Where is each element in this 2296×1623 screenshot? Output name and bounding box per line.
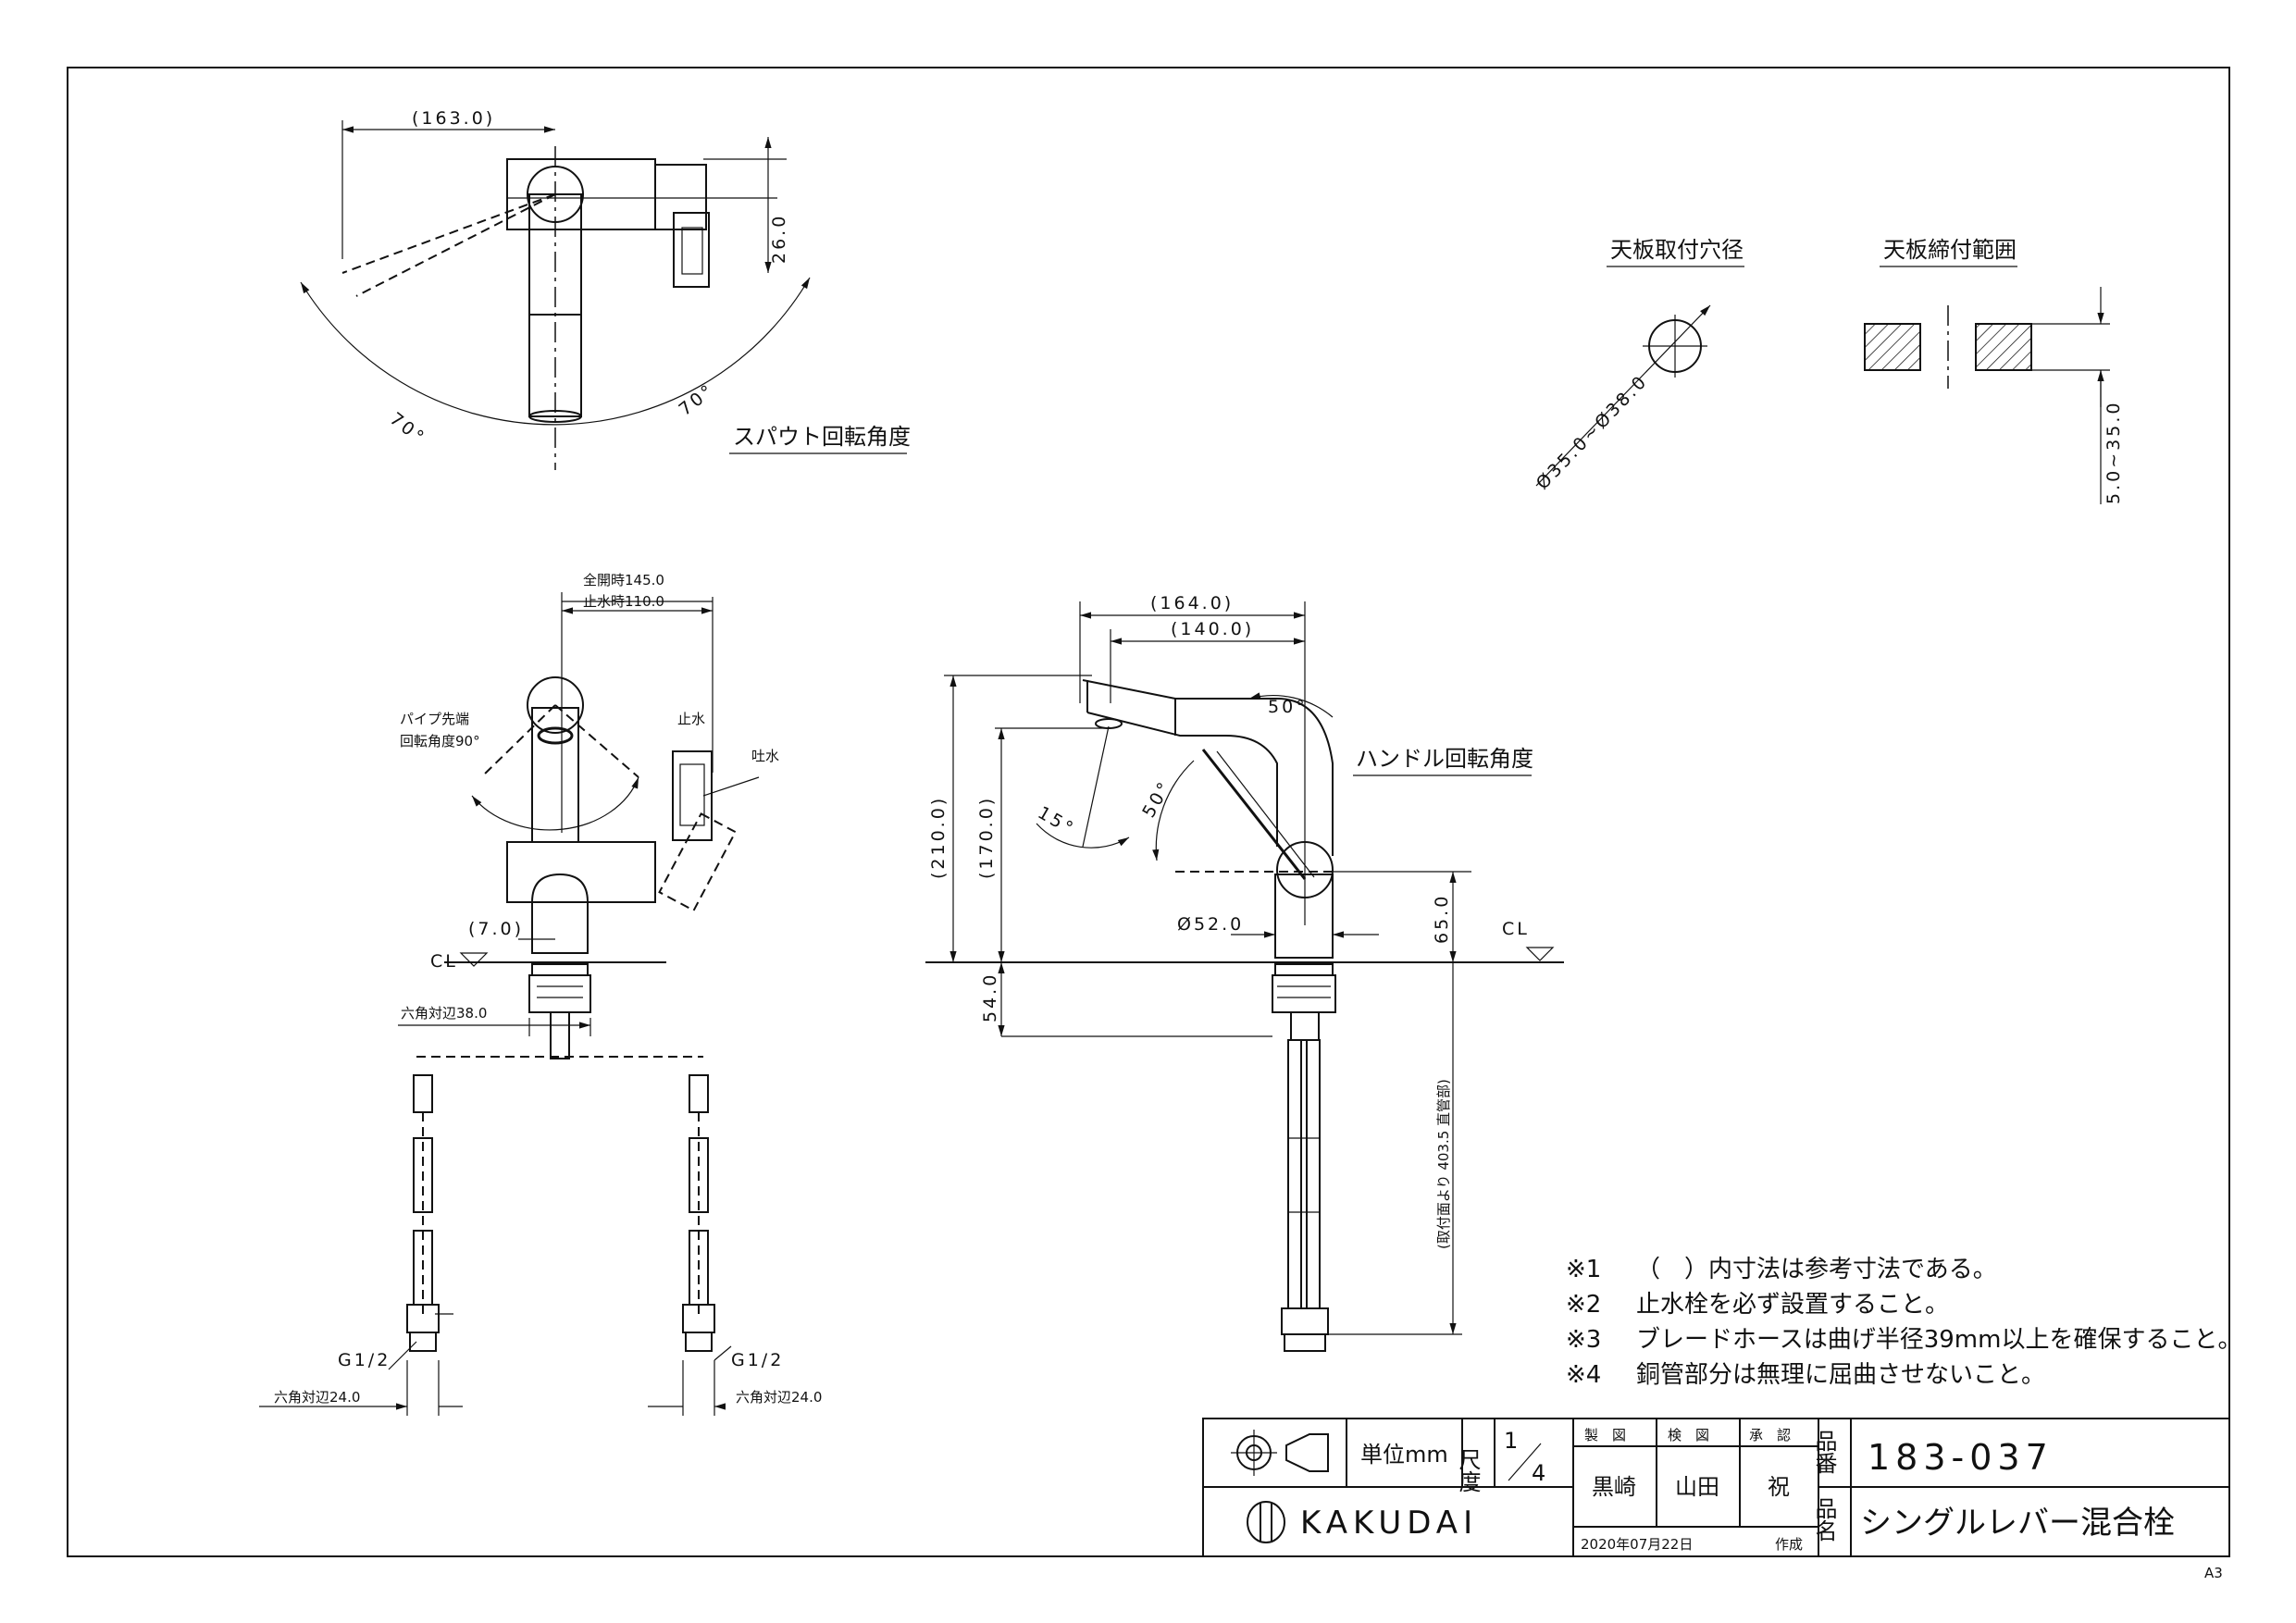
sheet-border (67, 67, 2230, 1557)
note-3-mark: ※3 (1566, 1326, 1601, 1354)
notes: ※1 （ ）内寸法は参考寸法である。 ※2 止水栓を必ず設置すること。 ※3 ブ… (1566, 1256, 2241, 1389)
drawn-by: 黒崎 (1592, 1474, 1636, 1500)
side-angle-15: 15° (1035, 802, 1079, 839)
front-g-right: G1/2 (731, 1350, 784, 1370)
side-dim-140: (140.0) (1171, 619, 1254, 639)
front-stop-label: 止水 (677, 711, 705, 727)
hole-dim: Ø35.0~Ø38.0 (1533, 371, 1652, 494)
side-dim-65: 65.0 (1432, 894, 1452, 944)
side-angle-50-mid: 50° (1138, 777, 1175, 822)
part-name: シングルレバー混合栓 (1860, 1505, 2175, 1542)
drawn-label: 製 図 (1584, 1427, 1626, 1443)
sheet-size: A3 (2204, 1565, 2223, 1581)
hole-caption: 天板取付穴径 (1610, 237, 1744, 263)
front-g-left: G1/2 (338, 1350, 391, 1370)
part-no-label: 品番 (1811, 1430, 1837, 1474)
top-angle-right: 70° (676, 379, 719, 420)
front-hex38: 六角対辺38.0 (401, 1005, 487, 1022)
date: 2020年07月22日 (1581, 1536, 1693, 1553)
note-4-mark: ※4 (1566, 1361, 1601, 1389)
kakudai-logo: KAKUDAI (1247, 1501, 1478, 1543)
checked-label: 検 図 (1668, 1427, 1709, 1443)
projection-symbol-icon (1231, 1430, 1329, 1476)
top-view: (163.0) 26.0 70° 70° スパウト回転角度 (300, 108, 911, 470)
front-dim-stop: 止水時110.0 (583, 593, 664, 610)
fix-dim: 5.0~35.0 (2104, 401, 2124, 504)
side-dim-54: 54.0 (980, 973, 1000, 1022)
part-no: 183-037 (1868, 1437, 2054, 1478)
side-dim-210: (210.0) (928, 796, 949, 879)
side-cl: CL (1502, 919, 1530, 939)
note-1-mark: ※1 (1566, 1256, 1601, 1283)
front-cl: CL (430, 951, 458, 972)
top-caption: スパウト回転角度 (733, 424, 911, 450)
front-dim-open: 全開時145.0 (583, 572, 664, 588)
front-pipe-label-2: 回転角度90° (400, 733, 480, 750)
side-dim-hose: (取付面より 403.5 直管部) (1435, 1079, 1452, 1249)
part-name-label: 品名 (1811, 1497, 1837, 1542)
front-dim-7: (7.0) (468, 919, 524, 939)
side-dim-170: (170.0) (976, 796, 997, 879)
note-1-text: （ ）内寸法は参考寸法である。 (1636, 1256, 1997, 1283)
front-view: 全開時145.0 止水時110.0 止水 吐水 パイプ先端 回転角度90° (7… (259, 572, 822, 1416)
created-label: 作成 (1775, 1536, 1803, 1553)
front-pipe-label-1: パイプ先端 (400, 711, 469, 727)
note-2-text: 止水栓を必ず設置すること。 (1636, 1291, 1949, 1319)
hose-right: G1/2 六角対辺24.0 (648, 1074, 822, 1416)
front-hex24-right: 六角対辺24.0 (736, 1389, 822, 1406)
side-view: (164.0) (140.0) (210.0) (170.0) 50° 50° … (925, 593, 1564, 1352)
side-angle-50-top: 50° (1268, 697, 1308, 717)
hole-view: 天板取付穴径 Ø35.0~Ø38.0 (1533, 237, 1744, 493)
scale-den: 4 (1532, 1460, 1545, 1486)
scale-num: 1 (1504, 1428, 1518, 1454)
approved-by: 祝 (1768, 1474, 1790, 1500)
checked-by: 山田 (1675, 1474, 1719, 1500)
top-dim-width: (163.0) (412, 108, 495, 129)
top-angle-left: 70° (386, 409, 429, 450)
side-handle-caption: ハンドル回転角度 (1356, 746, 1533, 772)
scale-label: 尺度 (1455, 1448, 1481, 1493)
side-dim-52: Ø52.0 (1177, 914, 1244, 935)
fix-caption: 天板締付範囲 (1883, 237, 2017, 263)
side-dim-164: (164.0) (1150, 593, 1234, 613)
front-spout-label: 吐水 (751, 748, 779, 764)
title-block: 単位mm 尺度 1 4 製 図 検 図 承 認 黒崎 山田 祝 2020年07月… (1202, 1418, 2230, 1557)
brand-name: KAKUDAI (1300, 1505, 1478, 1542)
fix-range-view: 天板締付範囲 5.0~35.0 (1864, 237, 2124, 504)
note-3-text: ブレードホースは曲げ半径39mm以上を確保すること。 (1636, 1326, 2241, 1354)
top-dim-offset: 26.0 (769, 214, 789, 264)
unit-label: 単位mm (1360, 1442, 1448, 1468)
side-hoses (1281, 1039, 1329, 1352)
front-hex24-left: 六角対辺24.0 (274, 1389, 360, 1406)
note-4-text: 銅管部分は無理に屈曲させないこと。 (1636, 1361, 2045, 1389)
approved-label: 承 認 (1749, 1427, 1791, 1443)
note-2-mark: ※2 (1566, 1291, 1601, 1319)
hose-left: G1/2 六角対辺24.0 (259, 1074, 463, 1416)
